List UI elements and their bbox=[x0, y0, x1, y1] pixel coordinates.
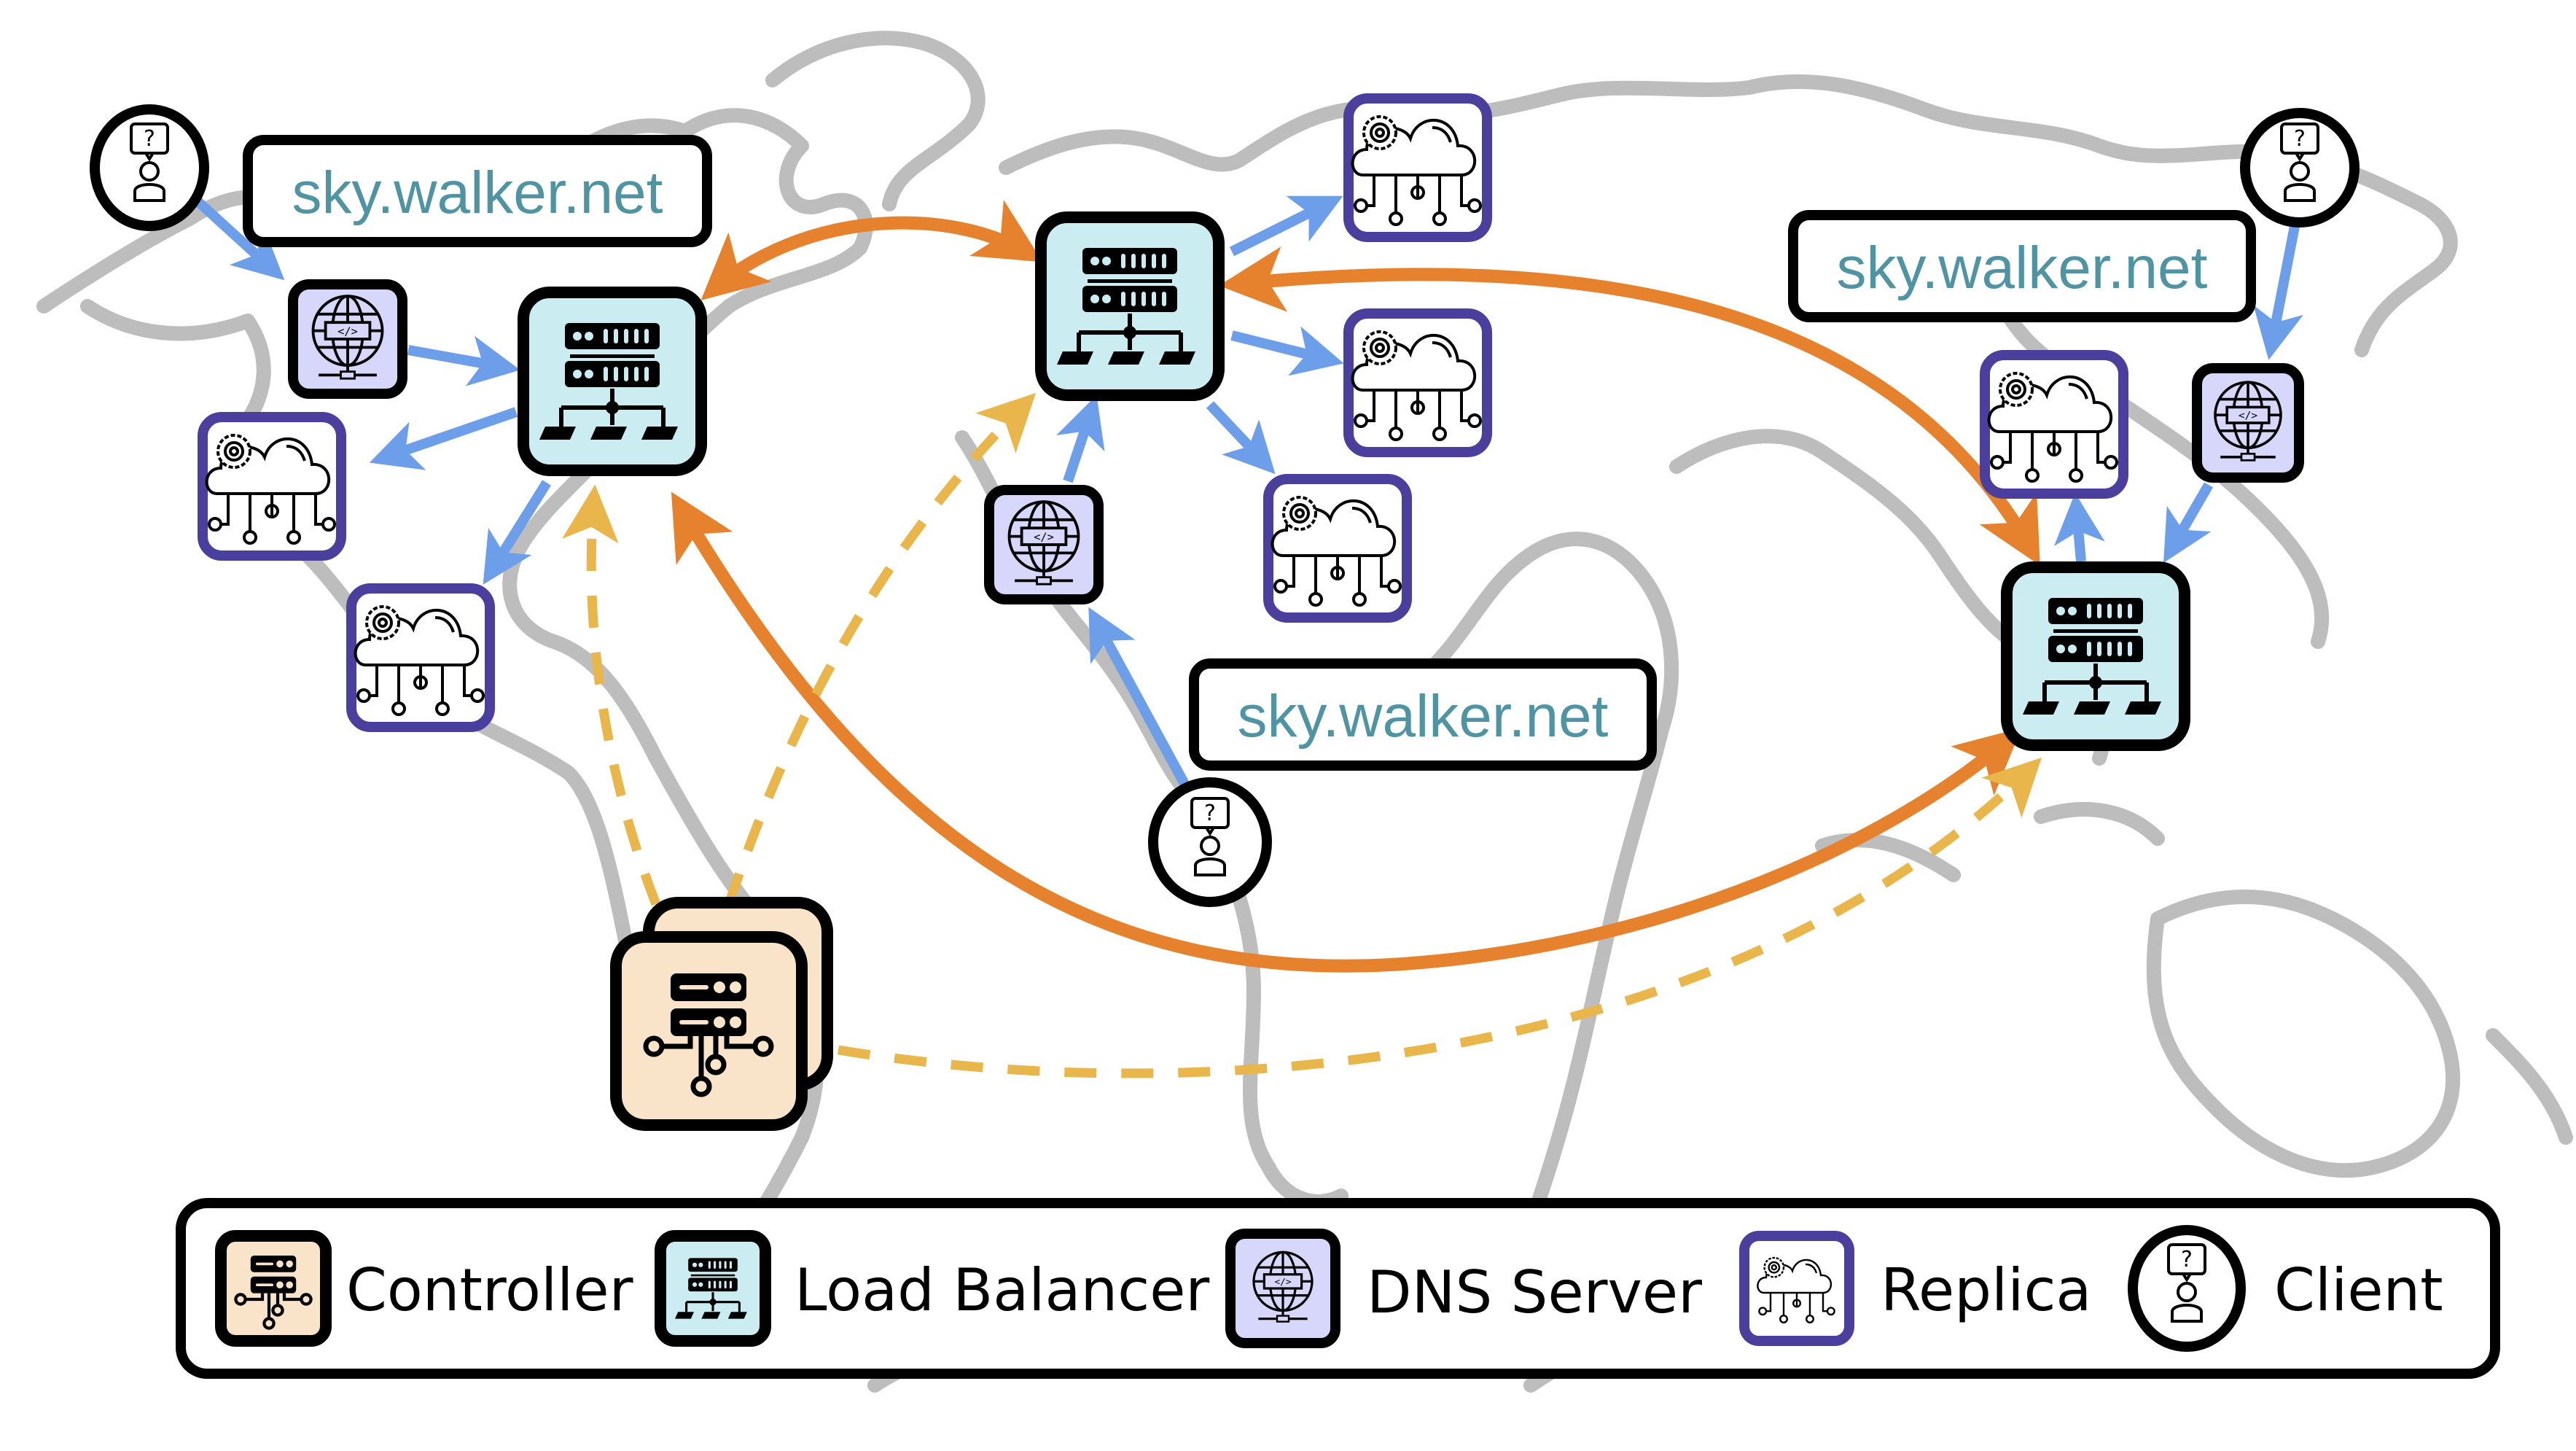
link-client-west-dns-west bbox=[193, 196, 285, 281]
region-label-west: sky.walker.net bbox=[243, 135, 712, 247]
legend-item-client: Client bbox=[2128, 1225, 2443, 1352]
link-dns-east-lb-east bbox=[2163, 482, 2214, 564]
legend-label: DNS Server bbox=[1367, 1259, 1702, 1326]
replica-west-1[interactable] bbox=[198, 412, 346, 561]
region-label-text: sky.walker.net bbox=[1837, 235, 2208, 301]
dns-server-center[interactable] bbox=[984, 485, 1104, 604]
link-controller-lb-center bbox=[724, 392, 1037, 906]
link-controller-lb-west bbox=[561, 484, 661, 906]
dns-server-west[interactable] bbox=[288, 279, 407, 399]
link-lb-center-replica-center-1 bbox=[1229, 195, 1343, 257]
legend-item-controller: Controller bbox=[215, 1230, 633, 1347]
legend-label: Replica bbox=[1881, 1256, 2091, 1324]
replica-east-1[interactable] bbox=[1980, 350, 2128, 499]
link-lb-west-lb-east bbox=[671, 491, 2022, 973]
link-client-east-dns-east bbox=[2253, 217, 2304, 360]
link-lb-west-replica-west-2 bbox=[483, 480, 551, 585]
legend-item-replica: Replica bbox=[1739, 1231, 2091, 1346]
load-balancer-center[interactable] bbox=[1035, 211, 1225, 401]
replica-center-3[interactable] bbox=[1263, 474, 1412, 623]
region-label-text: sky.walker.net bbox=[292, 160, 663, 226]
link-controller-lb-east bbox=[837, 757, 2042, 1078]
region-label-east: sky.walker.net bbox=[1788, 210, 2256, 322]
client-west[interactable] bbox=[90, 104, 209, 231]
region-label-center: sky.walker.net bbox=[1189, 658, 1657, 771]
dns-server-east[interactable] bbox=[2192, 363, 2304, 483]
lb-peering-links bbox=[671, 200, 2040, 973]
load-balancer-east[interactable] bbox=[2001, 561, 2190, 751]
replica-center-1[interactable] bbox=[1343, 93, 1492, 242]
link-lb-center-replica-center-3 bbox=[1206, 401, 1276, 475]
legend-item-dns-server: DNS Server bbox=[1225, 1229, 1702, 1348]
link-lb-west-lb-center bbox=[700, 200, 1043, 300]
link-lb-east-replica-east-1 bbox=[2054, 493, 2105, 562]
link-lb-center-lb-east bbox=[1219, 246, 2040, 566]
controller[interactable] bbox=[610, 897, 833, 1131]
legend-label: Controller bbox=[346, 1256, 633, 1324]
legend-item-load-balancer: Load Balancer bbox=[655, 1230, 1209, 1347]
legend-label: Load Balancer bbox=[795, 1256, 1209, 1324]
legend: Controller Load Balancer DNS Server Repl… bbox=[176, 1198, 2500, 1379]
link-dns-center-lb-center bbox=[1056, 394, 1105, 483]
link-lb-center-replica-center-2 bbox=[1230, 326, 1344, 376]
legend-label: Client bbox=[2274, 1256, 2443, 1324]
client-center[interactable] bbox=[1148, 777, 1272, 907]
region-label-text: sky.walker.net bbox=[1238, 683, 1609, 750]
control-links bbox=[561, 392, 2042, 1078]
request-flow-links bbox=[193, 195, 2304, 787]
load-balancer-west[interactable] bbox=[518, 287, 707, 476]
replica-west-2[interactable] bbox=[346, 583, 495, 732]
link-dns-west-lb-west bbox=[407, 335, 520, 386]
link-lb-west-replica-west-1 bbox=[369, 407, 518, 470]
replica-center-2[interactable] bbox=[1343, 308, 1492, 457]
client-east[interactable] bbox=[2240, 108, 2360, 227]
link-client-center-dns-center bbox=[1088, 607, 1190, 787]
